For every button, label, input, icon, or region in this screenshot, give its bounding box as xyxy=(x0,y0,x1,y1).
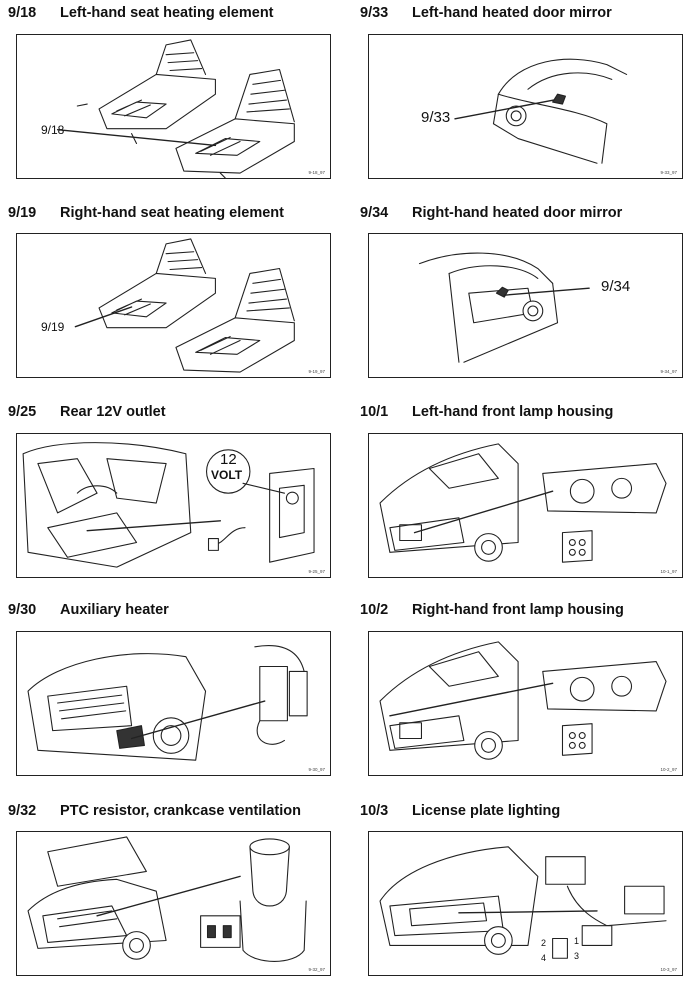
figure-code: 10-3_97 xyxy=(660,967,677,972)
pin-label-4: 4 xyxy=(541,953,547,963)
seat-heating-drawing xyxy=(56,39,295,178)
badge-line-2: VOLT xyxy=(211,468,243,482)
callout-label: 9/18 xyxy=(41,123,65,137)
illustration-ptc-resistor: 9-32_97 xyxy=(16,831,331,976)
figure-code: 9-19_97 xyxy=(308,369,325,374)
seat-heating-drawing xyxy=(74,238,295,373)
heading-9-34: 9/34 Right-hand heated door mirror xyxy=(360,205,622,221)
illustration-left-front-lamp: 10-1_97 xyxy=(368,433,683,578)
callout-label: 9/33 xyxy=(421,109,451,126)
section-title: Left-hand seat heating element xyxy=(60,5,274,21)
illustration-right-door-mirror: 9/34 9-34_97 xyxy=(368,233,683,378)
section-title: Auxiliary heater xyxy=(60,602,169,618)
illustration-auxiliary-heater: 9-30_97 xyxy=(16,631,331,776)
door-mirror-drawing xyxy=(418,252,590,363)
heading-10-1: 10/1 Left-hand front lamp housing xyxy=(360,404,613,420)
aux-heater-drawing xyxy=(27,645,308,761)
pin-label-2: 2 xyxy=(541,938,547,948)
heading-9-30: 9/30 Auxiliary heater xyxy=(8,602,169,618)
section-title: Right-hand seat heating element xyxy=(60,205,284,221)
figure-code: 9-34_97 xyxy=(660,369,677,374)
pin-label-1: 1 xyxy=(574,936,580,946)
callout-label: 9/19 xyxy=(41,320,65,334)
heading-10-3: 10/3 License plate lighting xyxy=(360,803,560,819)
illustration-rear-12v-outlet: 12 VOLT 9-25_97 xyxy=(16,433,331,578)
lamp-housing-drawing xyxy=(379,641,667,760)
illustration-license-plate-lighting: 2 1 4 3 10-3_97 xyxy=(368,831,683,976)
illustration-left-door-mirror: 9/33 9-33_97 xyxy=(368,34,683,179)
figure-code: 9-25_97 xyxy=(308,569,325,574)
door-mirror-drawing xyxy=(454,58,628,164)
heading-9-25: 9/25 Rear 12V outlet xyxy=(8,404,166,420)
section-title: Left-hand heated door mirror xyxy=(412,5,612,21)
section-number: 10/1 xyxy=(360,404,389,420)
section-title: Right-hand front lamp housing xyxy=(412,602,624,618)
section-number: 10/3 xyxy=(360,803,389,819)
section-number: 9/30 xyxy=(8,602,37,618)
section-number: 9/19 xyxy=(8,205,37,221)
heading-9-33: 9/33 Left-hand heated door mirror xyxy=(360,5,612,21)
heading-9-19: 9/19 Right-hand seat heating element xyxy=(8,205,284,221)
license-plate-drawing xyxy=(379,846,667,959)
section-number: 9/33 xyxy=(360,5,389,21)
pin-label-3: 3 xyxy=(574,951,580,961)
callout-label: 9/34 xyxy=(601,278,631,295)
section-title: Right-hand heated door mirror xyxy=(412,205,623,221)
outlet-drawing xyxy=(22,442,315,568)
illustration-left-seat-heating: 9/18 9-18_97 xyxy=(16,34,331,179)
figure-code: 9-18_97 xyxy=(308,170,325,175)
figure-code: 9-33_97 xyxy=(660,170,677,175)
section-title: License plate lighting xyxy=(412,803,561,819)
heading-9-32: 9/32 PTC resistor, crankcase ventilation xyxy=(8,803,301,819)
section-title: Rear 12V outlet xyxy=(60,404,166,420)
illustration-right-seat-heating: 9/19 9-19_97 xyxy=(16,233,331,378)
section-title: PTC resistor, crankcase ventilation xyxy=(60,803,301,819)
ptc-resistor-drawing xyxy=(27,836,307,962)
section-number: 9/34 xyxy=(360,205,389,221)
section-number: 9/25 xyxy=(8,404,37,420)
section-number: 10/2 xyxy=(360,602,389,618)
figure-code: 10-2_97 xyxy=(660,767,677,772)
section-number: 9/32 xyxy=(8,803,37,819)
figure-code: 10-1_97 xyxy=(660,569,677,574)
lamp-housing-drawing xyxy=(379,443,667,563)
heading-9-18: 9/18 Left-hand seat heating element xyxy=(8,5,274,21)
section-title: Left-hand front lamp housing xyxy=(412,404,614,420)
heading-10-2: 10/2 Right-hand front lamp housing xyxy=(360,602,624,618)
section-number: 9/18 xyxy=(8,5,37,21)
figure-code: 9-30_97 xyxy=(308,767,325,772)
illustration-right-front-lamp: 10-2_97 xyxy=(368,631,683,776)
badge-line-1: 12 xyxy=(220,451,237,468)
figure-code: 9-32_97 xyxy=(308,967,325,972)
